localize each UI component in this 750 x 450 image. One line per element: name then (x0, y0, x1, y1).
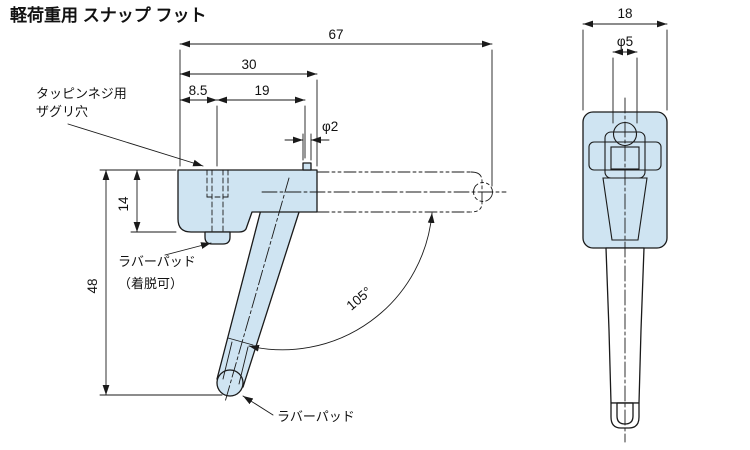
label-counterbore-line1: タッピンネジ用 (36, 86, 127, 101)
label-rubber-pad-line2: （着脱可） (118, 276, 183, 291)
label-rubber-pad-detachable: ラバーパッド （着脱可） (118, 242, 212, 291)
dimension-phi2: φ2 (284, 119, 338, 161)
label-rubber-pad-line1: ラバーパッド (118, 254, 196, 269)
dimension-30: 30 (179, 57, 318, 167)
counterbore-hidden-lines (206, 169, 229, 232)
dimension-48: 48 (85, 169, 223, 396)
front-view: 18 φ5 (582, 6, 668, 443)
dim-14-text: 14 (116, 196, 131, 212)
pin-phi2 (302, 162, 312, 171)
dim-8-5-text: 8.5 (189, 83, 208, 98)
body-outline (177, 169, 318, 233)
dim-19-text: 19 (254, 83, 269, 98)
dim-phi2-text: φ2 (322, 119, 338, 134)
dim-48-text: 48 (85, 278, 100, 293)
label-counterbore-line2: ザグリ穴 (36, 104, 88, 119)
leg-inner-detail (222, 337, 254, 385)
dimension-67: 67 (179, 27, 493, 187)
side-view: 105° 67 30 8.5 19 (36, 27, 507, 424)
label-counterbore: タッピンネジ用 ザグリ穴 (36, 86, 204, 167)
dim-angle-text: 105° (344, 284, 375, 313)
side-view-parts (177, 162, 318, 397)
dimension-8-5-and-19: 8.5 19 (179, 83, 306, 167)
page-title: 軽荷重用 スナップ フット (10, 5, 206, 25)
dimension-18: 18 (582, 6, 668, 111)
dimension-phi5: φ5 (612, 34, 638, 124)
dim-phi5-text: φ5 (617, 34, 633, 49)
dim-67-text: 67 (328, 27, 343, 42)
dim-18-text: 18 (617, 6, 632, 21)
label-rubber-pad-tip: ラバーパッド (242, 395, 355, 424)
label-rubber-pad-tip-text: ラバーパッド (277, 409, 355, 424)
dimension-14: 14 (116, 169, 177, 233)
dim-30-text: 30 (241, 57, 256, 72)
rubber-pad-detachable (204, 231, 231, 245)
